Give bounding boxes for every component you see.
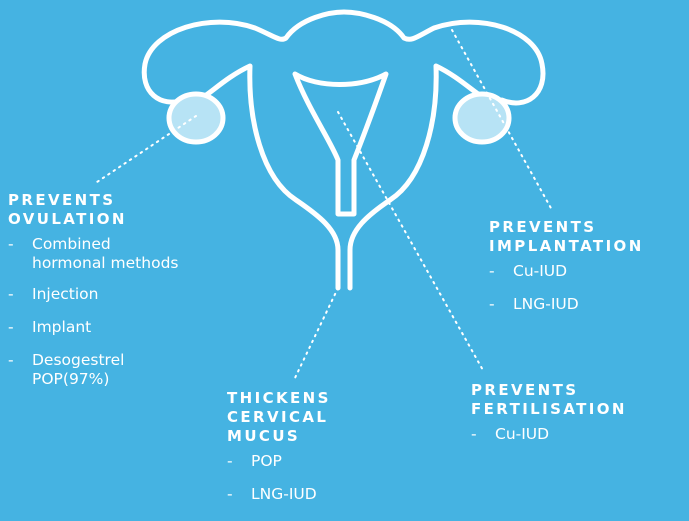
list-item-label: Cu-IUD [495, 425, 549, 443]
ovulation-methods-list: Combined hormonal methods Injection Impl… [8, 235, 228, 389]
list-item: POP [227, 452, 387, 471]
list-item: LNG-IUD [489, 295, 689, 314]
list-item-label: POP(97%) [32, 370, 109, 388]
list-item: Cu-IUD [471, 425, 689, 444]
fertilisation-methods-list: Cu-IUD [471, 425, 689, 444]
fertilisation-leader [338, 112, 484, 372]
list-item-label: Cu-IUD [513, 262, 567, 280]
list-item: LNG-IUD [227, 485, 387, 504]
list-item: Desogestrel POP(97%) [8, 351, 228, 389]
list-item: Cu-IUD [489, 262, 689, 281]
list-item: Combined hormonal methods [8, 235, 228, 273]
right-ovary [455, 94, 509, 142]
left-ovary [169, 94, 223, 142]
implantation-methods-list: Cu-IUD LNG-IUD [489, 262, 689, 314]
list-item-label: Implant [32, 318, 91, 336]
implantation-heading: PREVENTS IMPLANTATION [489, 218, 689, 256]
implantation-heading-line1: PREVENTS [489, 218, 596, 236]
uterine-cavity [295, 74, 386, 214]
ovulation-heading: PREVENTS OVULATION [8, 191, 228, 229]
list-item-label: LNG-IUD [513, 295, 579, 313]
prevents-fertilisation-section: PREVENTS FERTILISATION Cu-IUD [471, 381, 689, 458]
mucus-heading: THICKENS CERVICAL MUCUS [227, 389, 387, 446]
prevents-ovulation-section: PREVENTS OVULATION Combined hormonal met… [8, 191, 228, 401]
mucus-heading-line3: MUCUS [227, 427, 300, 445]
ovulation-heading-line2: OVULATION [8, 210, 127, 228]
list-item-label: POP [251, 452, 282, 470]
list-item: Implant [8, 318, 228, 337]
fertilisation-heading-line2: FERTILISATION [471, 400, 627, 418]
list-item-label: hormonal methods [32, 254, 178, 272]
mucus-leader [294, 288, 338, 380]
ovulation-heading-line1: PREVENTS [8, 191, 115, 209]
thickens-cervical-mucus-section: THICKENS CERVICAL MUCUS POP LNG-IUD [227, 389, 387, 518]
list-item-label: Combined [32, 235, 111, 253]
mucus-heading-line2: CERVICAL [227, 408, 328, 426]
implantation-heading-line2: IMPLANTATION [489, 237, 644, 255]
list-item-label: Injection [32, 285, 98, 303]
fertilisation-heading: PREVENTS FERTILISATION [471, 381, 689, 419]
mucus-heading-line1: THICKENS [227, 389, 331, 407]
list-item-label: LNG-IUD [251, 485, 317, 503]
list-item-label: Desogestrel [32, 351, 124, 369]
prevents-implantation-section: PREVENTS IMPLANTATION Cu-IUD LNG-IUD [489, 218, 689, 328]
fertilisation-heading-line1: PREVENTS [471, 381, 578, 399]
mucus-methods-list: POP LNG-IUD [227, 452, 387, 504]
list-item: Injection [8, 285, 228, 304]
